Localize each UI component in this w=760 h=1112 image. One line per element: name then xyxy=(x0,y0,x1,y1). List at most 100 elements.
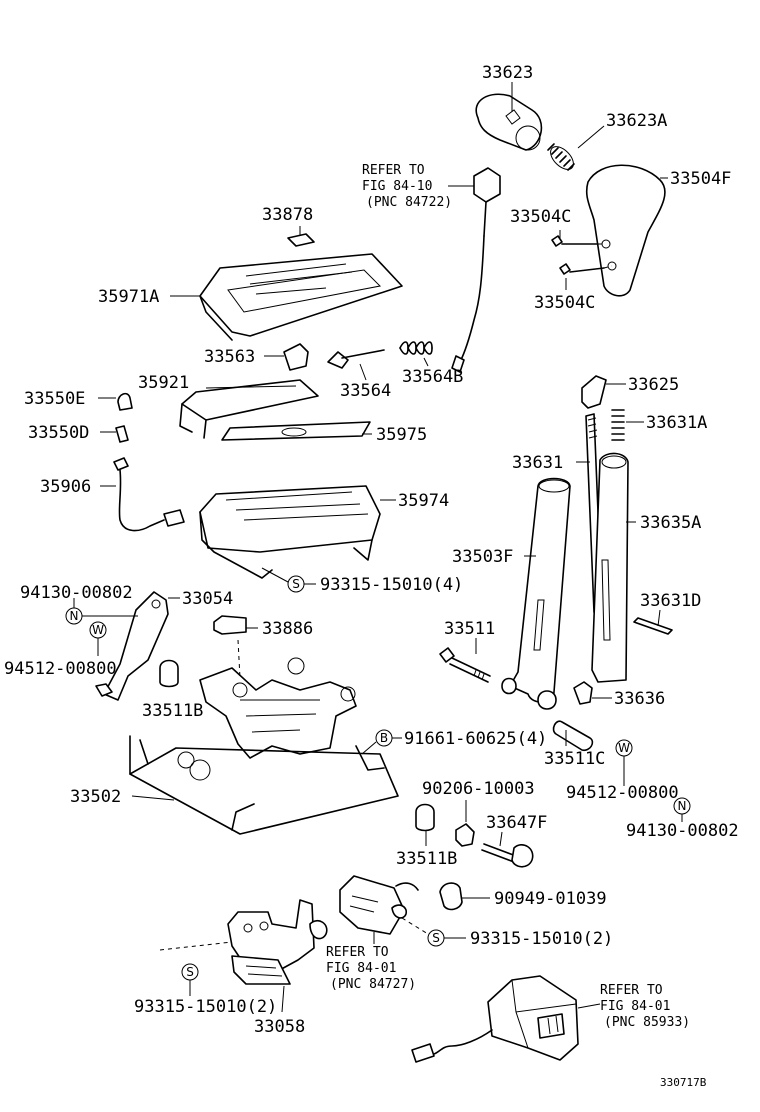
label-33625: 33625 xyxy=(628,375,679,395)
label-33631: 33631 xyxy=(512,453,563,473)
plate-35921 xyxy=(179,379,319,439)
label-93315-b: 93315-15010(2) xyxy=(470,929,613,949)
refer-note-84727: REFER TO FIG 84-01 (PNC 84727) xyxy=(326,945,416,992)
block-33886 xyxy=(213,615,258,679)
pin-33631D xyxy=(633,609,673,635)
label-33878: 33878 xyxy=(262,205,313,225)
label-33502: 33502 xyxy=(70,787,121,807)
label-33503F: 33503F xyxy=(452,547,513,567)
clip-33625 xyxy=(581,375,626,409)
refer-line-1: REFER TO xyxy=(600,983,663,998)
screw-symbol-S-a: S xyxy=(261,567,316,593)
spring-33631A xyxy=(611,409,644,441)
label-33647F: 33647F xyxy=(486,813,547,833)
label-33636: 33636 xyxy=(614,689,665,709)
collar-33511C xyxy=(552,720,594,752)
svg-text:S: S xyxy=(432,931,440,945)
refer-line-1: REFER TO xyxy=(326,945,389,960)
label-33511: 33511 xyxy=(444,619,495,639)
label-33564B: 33564B xyxy=(402,367,463,387)
label-33550E: 33550E xyxy=(24,389,85,409)
label-33511B-a: 33511B xyxy=(142,701,203,721)
label-33623A: 33623A xyxy=(606,111,667,131)
screw-symbol-S-b: S xyxy=(401,917,466,947)
sensor-35906 xyxy=(100,457,185,532)
refer-line-2: FIG 84-01 xyxy=(600,999,670,1014)
label-33511C: 33511C xyxy=(544,749,605,769)
label-35921: 35921 xyxy=(138,373,189,393)
label-94512-b: 94512-00800 xyxy=(566,783,679,803)
label-35975: 35975 xyxy=(376,425,427,445)
label-33564: 33564 xyxy=(340,381,391,401)
label-94512-a: 94512-00800 xyxy=(4,659,117,679)
housing-35974 xyxy=(199,485,396,579)
washer-symbol-W-a: W xyxy=(82,615,138,656)
knob-switch-wire xyxy=(448,167,501,373)
spring-33564B xyxy=(399,341,433,367)
label-90949: 90949-01039 xyxy=(494,889,607,909)
knob-spring-33623A xyxy=(547,125,605,171)
refer-line-1: REFER TO xyxy=(362,163,425,178)
label-33504C-lower: 33504C xyxy=(534,293,595,313)
svg-text:S: S xyxy=(186,965,194,979)
lever-33635A xyxy=(591,452,636,683)
shift-knob-33504F xyxy=(585,164,668,297)
collar-33511B-b xyxy=(415,803,435,846)
socket-33550D xyxy=(100,425,129,443)
label-33550D: 33550D xyxy=(28,423,89,443)
refer-line-3: (PNC 84727) xyxy=(330,977,416,992)
bolt-symbol-B: B xyxy=(361,729,402,755)
bolt-33511 xyxy=(439,638,491,683)
svg-text:B: B xyxy=(380,731,388,745)
label-93315-c: 93315-15010(2) xyxy=(134,997,277,1017)
connector-bottom-right xyxy=(411,975,601,1063)
bulb-33550E xyxy=(98,392,133,411)
screw-33504C-lower xyxy=(559,263,613,290)
label-33631D: 33631D xyxy=(640,591,701,611)
label-35971A: 35971A xyxy=(98,287,159,307)
clip-33636 xyxy=(573,681,612,705)
refer-line-3: (PNC 84722) xyxy=(366,195,452,210)
label-33631A: 33631A xyxy=(646,413,707,433)
label-94130-a: 94130-00802 xyxy=(20,583,133,603)
base-plate-33502 xyxy=(129,657,399,835)
rod-33564 xyxy=(327,349,385,381)
footer-code: 330717B xyxy=(660,1076,707,1089)
label-33635A: 33635A xyxy=(640,513,701,533)
pin-33647F xyxy=(481,831,534,868)
bracket-33054 xyxy=(95,591,180,701)
clamp-90949 xyxy=(439,882,490,911)
label-90206: 90206-10003 xyxy=(422,779,535,799)
label-33054: 33054 xyxy=(182,589,233,609)
lever-33503F xyxy=(501,477,571,710)
label-93315-a: 93315-15010(4) xyxy=(320,575,463,595)
refer-note-84722: REFER TO FIG 84-10 (PNC 84722) xyxy=(362,163,452,210)
svg-text:N: N xyxy=(678,799,687,813)
refer-line-2: FIG 84-10 xyxy=(362,179,432,194)
svg-text:W: W xyxy=(618,741,630,755)
collar-33511B-a xyxy=(159,659,179,688)
knob-button-33623 xyxy=(475,82,543,151)
indicator-housing-35971A xyxy=(170,253,403,341)
refer-line-3: (PNC 85933) xyxy=(604,1015,690,1030)
washer-symbol-W-b: W xyxy=(615,739,633,786)
label-91661: 91661-60625(4) xyxy=(404,729,547,749)
nut-symbol-N-b: N xyxy=(673,797,691,822)
label-33886: 33886 xyxy=(262,619,313,639)
refer-note-85933: REFER TO FIG 84-01 (PNC 85933) xyxy=(600,983,690,1030)
refer-line-2: FIG 84-01 xyxy=(326,961,396,976)
solenoid-assembly xyxy=(339,875,419,944)
nut-90206 xyxy=(455,800,475,847)
lever-33563 xyxy=(264,343,309,371)
label-35906: 35906 xyxy=(40,477,91,497)
svg-text:S: S xyxy=(292,577,300,591)
svg-text:W: W xyxy=(92,623,104,637)
label-33623: 33623 xyxy=(482,63,533,83)
label-35974: 35974 xyxy=(398,491,449,511)
svg-text:N: N xyxy=(70,609,79,623)
label-33563: 33563 xyxy=(204,347,255,367)
label-33504F: 33504F xyxy=(670,169,731,189)
label-94130-b: 94130-00802 xyxy=(626,821,739,841)
screw-33504C-upper xyxy=(551,230,606,247)
